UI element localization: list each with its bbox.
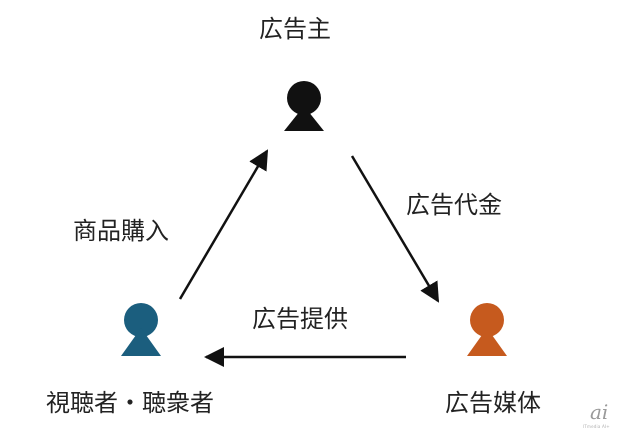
audience-label: 視聴者・聴衆者 bbox=[46, 389, 214, 417]
advertiser-person-icon bbox=[284, 81, 324, 131]
audience-person-icon bbox=[121, 303, 161, 356]
watermark-subtext: ITmedia AI+ bbox=[583, 424, 610, 429]
ad-fee-arrow bbox=[350, 155, 440, 303]
watermark-logo: ai bbox=[590, 400, 609, 424]
purchase-arrow bbox=[178, 149, 269, 300]
ad-fee-label: 広告代金 bbox=[406, 191, 502, 219]
ad-provision-label: 広告提供 bbox=[252, 305, 348, 333]
media-person-icon bbox=[467, 303, 507, 356]
media-label: 広告媒体 bbox=[445, 389, 541, 417]
advertiser-label: 広告主 bbox=[259, 15, 331, 43]
purchase-label: 商品購入 bbox=[73, 217, 169, 245]
